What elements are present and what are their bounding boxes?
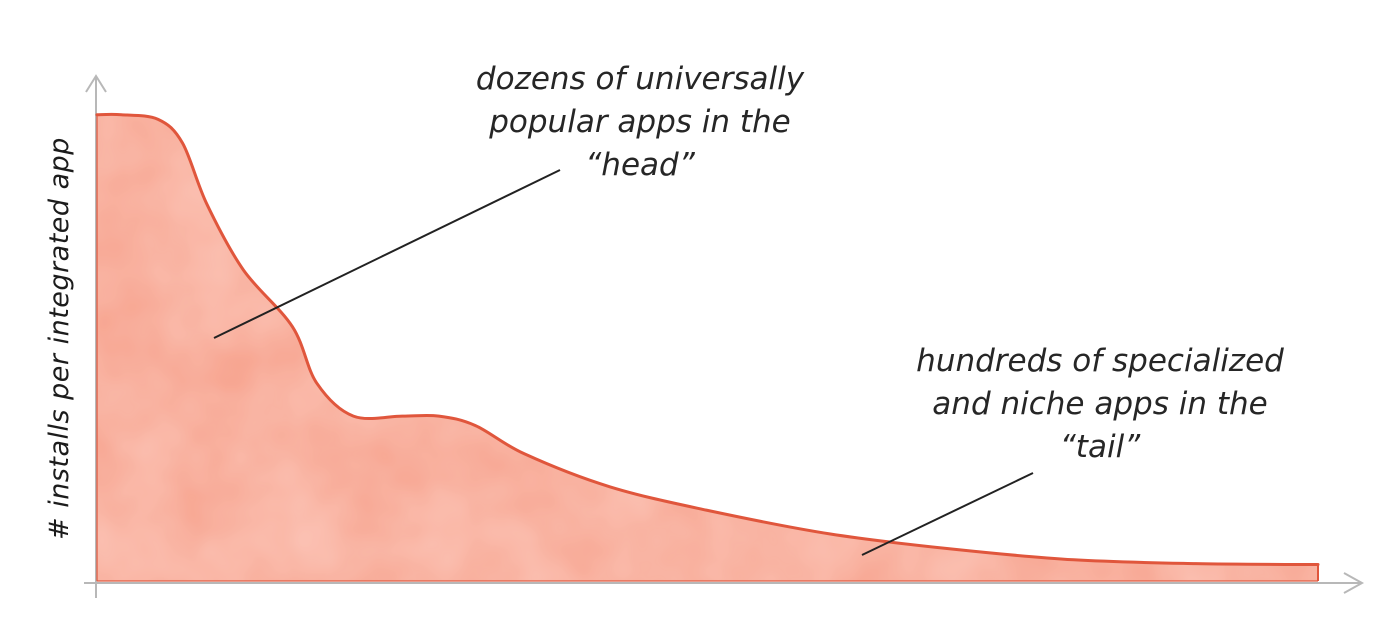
annotation-head-line: popular apps in the: [489, 104, 791, 140]
annotation-head-line: “head”: [585, 147, 695, 183]
annotation-tail-line: and niche apps in the: [932, 386, 1268, 422]
data-area-fill: [97, 114, 1318, 581]
x-axis-arrowhead: [1343, 572, 1365, 594]
annotation-tail-line: “tail”: [1059, 429, 1141, 465]
annotation-tail-leader: [861, 472, 1034, 556]
annotation-leaders: [213, 169, 1034, 556]
data-curve-line: [95, 112, 1320, 566]
annotation-tail-line: hundreds of specialized: [916, 343, 1284, 379]
y-axis-label: # installs per integrated app: [44, 137, 75, 540]
data-area-layer: [95, 112, 1320, 582]
annotation-head-leader: [213, 169, 561, 339]
annotation-head-text: dozens of universally popular apps in th…: [430, 58, 850, 187]
annotation-head-line: dozens of universally: [475, 61, 805, 97]
y-axis-arrowhead: [85, 74, 107, 93]
annotation-tail-text: hundreds of specialized and niche apps i…: [890, 340, 1310, 469]
